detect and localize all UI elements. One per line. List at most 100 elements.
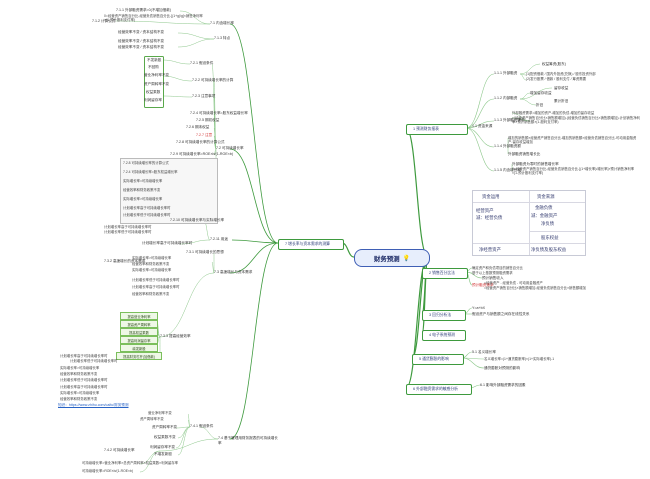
b1-l3: 1.1.2 内部融资 (494, 96, 518, 100)
f1: 营业净利率不变 (148, 411, 172, 415)
e5: 增发新股 (120, 344, 158, 352)
b1-l2a: 权益筹资(股东) (542, 62, 566, 66)
e4: 提高利润留存率 (120, 336, 158, 344)
connector-line (229, 242, 279, 274)
table-fin-liab: 金融负债 (535, 205, 553, 210)
b1-l6b: 0=经营资产销售百分比-经营负债销售百分比-[(1+增长率)/增长率]×预计销售… (512, 167, 635, 176)
s732a: 实际增长率>可持续增长率 (132, 256, 172, 260)
f4: 利润留存率不变 (150, 445, 176, 449)
connector-line (211, 261, 215, 274)
s7210b: 计划增长率低于可持续增长率时 (104, 230, 152, 234)
e1: 提高营业净利率 (120, 312, 158, 320)
b2-a5: =经营资产 - 经营负债 - 可动用金融资产 (484, 281, 543, 285)
s731: 7.3.1 可持续增长的思想 (186, 250, 224, 254)
note-1: 7.2.8 可持续增长率的计算公式 (123, 161, 169, 165)
s73-note4: 经营效率和财务政策不变 (60, 372, 98, 376)
s713: 7.1.3 特点 (214, 36, 231, 40)
table-net-op-assets: 净经营资产 (479, 247, 501, 252)
s73-note2: 计划增长率低于可持续增长率时 (70, 359, 118, 363)
reference-link[interactable]: 知识：https://www.zhihu.com/caifu/财务预测 (58, 403, 129, 407)
connector-line (519, 87, 553, 100)
b1-l3a: 留存收益 (554, 86, 569, 90)
connector-line (519, 92, 531, 100)
connector-line (213, 142, 217, 150)
connector-line (465, 73, 495, 129)
connector-line (519, 63, 541, 75)
s729: 7.2.9 可持续增长率=ROE×b/(1-ROE×b) (170, 152, 234, 156)
b3-a1: Y=a+bX (472, 306, 485, 310)
s713b: 经营效率不变 / 资本结构不变 (118, 39, 165, 43)
b1-l5a: 增加的销售额×经营资产销售百分比-增加的销售额×经营负债销售百分比-可动用金融资… (508, 136, 637, 145)
p723: 7.2.3 注意事项 (192, 94, 216, 98)
s732d: 计划增长率低于可持续增长率时 (132, 278, 180, 282)
connector-line (177, 38, 215, 48)
table-header-sources: 资金来源 (537, 194, 555, 199)
s713a: 经营效率不变 / 资本结构不变 (118, 30, 165, 34)
s74: 7.4 基于管理用财务报表的可持续增长率 (218, 436, 278, 445)
connector-line (465, 127, 495, 148)
branch-3-node[interactable]: 3 回归分析法 (422, 310, 466, 321)
s728: 7.2.8 可持续增长率的计算公式 (176, 140, 225, 144)
b2-a3: 预计销售收入 (482, 276, 504, 280)
b5-a3: 通货膨胀对预测的影响 (484, 366, 520, 370)
s73-note7: 实际增长率=可持续增长率 (60, 391, 100, 395)
b1-l3c: 折旧 (536, 103, 544, 107)
connector-line (229, 23, 279, 244)
connector-line (405, 127, 429, 258)
connector-line (139, 450, 161, 473)
branch-5-node[interactable]: 5 通货膨胀的影响 (412, 354, 464, 365)
b1-l2b: (1)配资借款 / 国内外投资(兑换) / 股东投资外部 (526, 72, 596, 76)
b1-l5: 1.1.4 外部融资额 (494, 144, 521, 148)
connector-line (161, 59, 191, 65)
connector-line (465, 120, 495, 129)
s72: 7.2 可持续增长率 (216, 146, 244, 150)
branch-7-node[interactable]: 7 增长率与资本需求的测算 (278, 239, 344, 250)
connector-line (179, 239, 211, 245)
connector-line (177, 426, 191, 456)
table-net-debt: 净负债 (541, 221, 555, 226)
b2-a4: 预计融资需求 (472, 283, 494, 287)
b1-l2: 1.1.1 外部融资 (494, 71, 518, 75)
branch-2-node[interactable]: 2 销售百分比法 (422, 268, 468, 279)
connector-line (229, 148, 279, 244)
connector-line (159, 438, 219, 452)
note-4: 经营效率和财务政策不变 (123, 188, 161, 192)
s7210a: 计划增长率高于可持续增长率时 (104, 225, 152, 229)
note-6: 计划增长率高于可持续增长率时 (123, 206, 171, 210)
branch-1-node[interactable]: 1 预测财务报表 (406, 124, 468, 135)
s732: 7.3.2 高速增长的资本需求 (104, 259, 146, 263)
k4: 资产周转率不变 (144, 82, 170, 86)
b1-l5b: 外部融资销售增长比 (508, 152, 541, 156)
table-fin-assets: 减：金融资产 (531, 213, 558, 218)
p721: 7.2.1 假设条件 (190, 61, 214, 65)
connector-line (231, 239, 279, 244)
k1: 不发新股 (147, 58, 162, 62)
k3: 营业净利率不变 (144, 73, 170, 77)
branch-6-node[interactable]: 6 外部融资需求的敏感分析 (406, 384, 472, 395)
note-2: 7.2.4 可持续增长率=股东权益增长率 (123, 170, 178, 174)
e6: 提高财务杠杆(加借款) (116, 352, 162, 360)
b5-a2: 名义增长率=(1+通货膨胀率)×(1+实际增长率)-1 (484, 357, 555, 361)
table-operating-liab: 减：经营负债 (476, 215, 503, 220)
k5: 权益乘数 (146, 90, 161, 94)
table-operating-assets: 经营资产 (476, 208, 494, 213)
s73: 7.3 高速增长与资本需求 (214, 270, 253, 274)
s724: 7.2.4 可持续增长率=股东权益增长率 (190, 111, 248, 115)
f3: 权益乘数不变 (154, 435, 176, 439)
s7210: 7.2.10 可持续增长率与实际增长率 (170, 218, 225, 222)
branch-4-node[interactable]: 4 电子系统预测 (422, 330, 466, 341)
b2-a2: 基于以上基数预测融资需求 (472, 271, 513, 275)
connector-line (179, 10, 211, 25)
sustainable-growth-notes (120, 158, 218, 224)
b2-a1: 确定资产和负债项目的销售百分比 (472, 266, 523, 270)
connector-line (115, 20, 211, 25)
b1-l4: 1.1.3 外部融资需求 (494, 118, 525, 122)
note-5: 实际增长率>可持续增长率 (123, 197, 163, 201)
s7211: 7.2.11 用途 (210, 237, 228, 241)
b1-l2c: (2)发行股票 / 借款 / 股利支付 / 筹资需要 (526, 77, 587, 81)
s732c: 实际增长率=可持续增长率 (132, 268, 172, 272)
s732f: 经营效率和财务政策不变 (132, 292, 170, 296)
root-node[interactable]: 财务预测 💡 (354, 249, 430, 267)
s712: 7.1.2 计算公式 (92, 19, 116, 23)
